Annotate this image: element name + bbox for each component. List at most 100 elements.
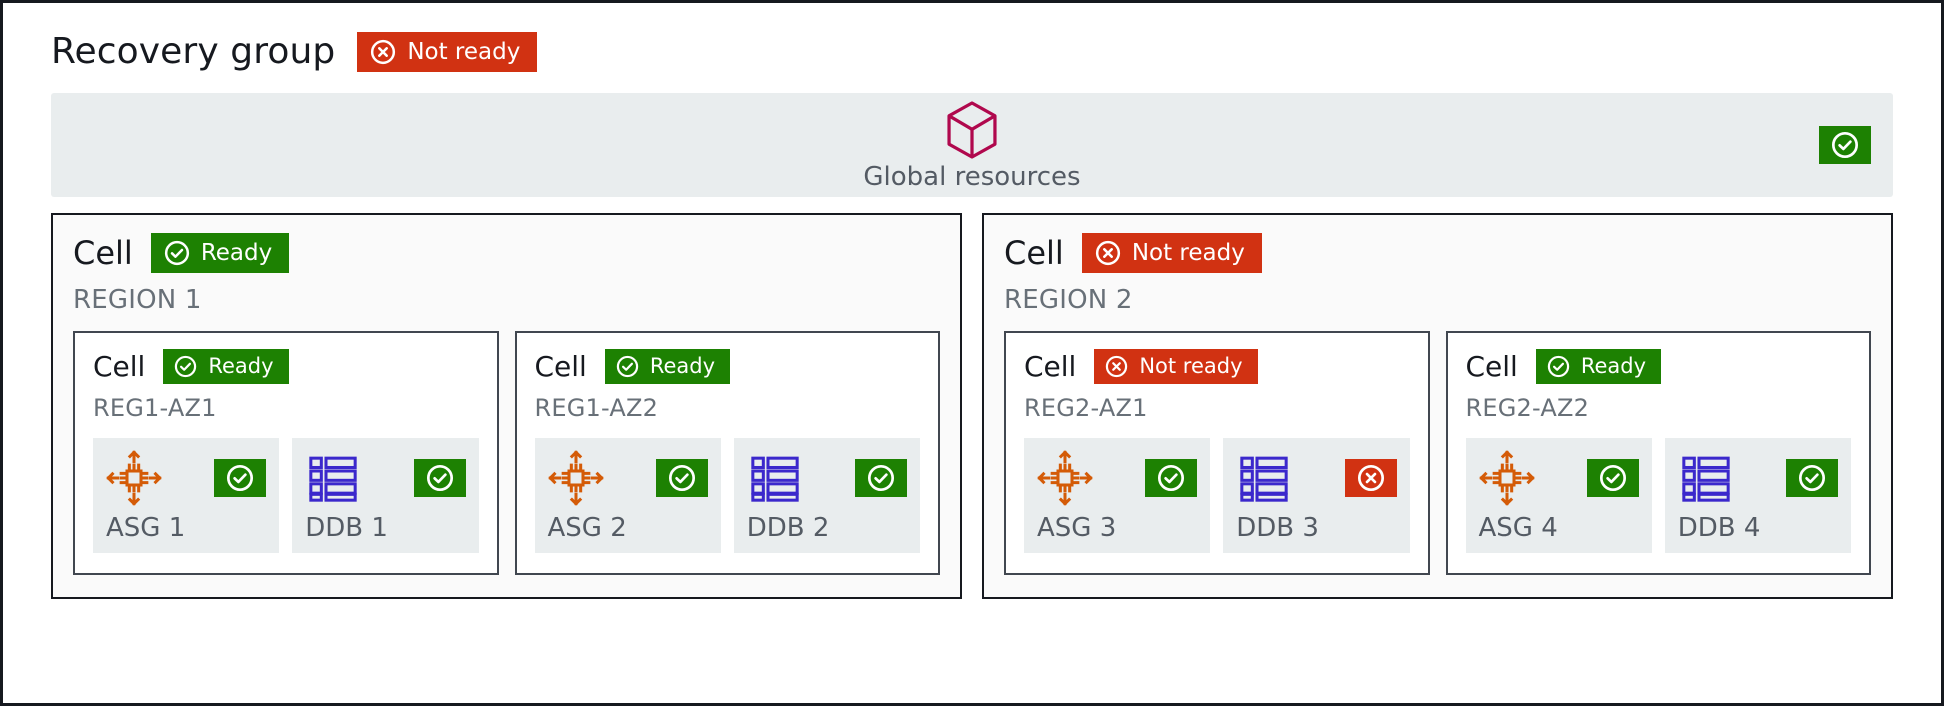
resource-tile-ddb-1: DDB 1 bbox=[292, 438, 479, 553]
resource-status-badge-ddb-4 bbox=[1786, 459, 1838, 497]
asg-icon bbox=[106, 450, 162, 506]
ddb-icon bbox=[1236, 450, 1292, 506]
reg1-az1-tiles: ASG 1 bbox=[93, 438, 479, 553]
region-1-status-badge: Ready bbox=[150, 233, 290, 273]
resource-tile-ddb-4-top bbox=[1678, 450, 1838, 506]
resource-tile-asg-4: ASG 4 bbox=[1465, 438, 1652, 553]
asg-icon bbox=[1037, 450, 1093, 506]
recovery-group-status-badge: Not ready bbox=[357, 32, 538, 72]
region-2-az-row: Cell Not ready REG2-AZ1 bbox=[1004, 331, 1871, 575]
asg-icon bbox=[547, 450, 604, 506]
resource-label-asg-2: ASG 2 bbox=[547, 513, 627, 543]
region-panel-1: Cell Ready REGION 1 Cell bbox=[51, 213, 962, 599]
resource-status-badge-asg-2 bbox=[655, 459, 708, 497]
resource-label-ddb-4: DDB 4 bbox=[1677, 513, 1761, 543]
reg2-az1-status-label: Not ready bbox=[1139, 354, 1243, 378]
check-circle-icon bbox=[668, 464, 696, 492]
check-circle-icon bbox=[164, 240, 190, 266]
resource-tile-ddb-3: DDB 3 bbox=[1223, 438, 1410, 553]
check-circle-icon bbox=[226, 464, 254, 492]
check-circle-icon bbox=[867, 464, 895, 492]
resource-status-badge-asg-3 bbox=[1145, 459, 1198, 497]
x-circle-icon bbox=[1105, 355, 1128, 378]
reg1-az1-status-label: Ready bbox=[208, 354, 274, 378]
resource-label-asg-3: ASG 3 bbox=[1037, 513, 1117, 543]
resource-status-badge-asg-4 bbox=[1586, 459, 1639, 497]
resource-label-ddb-1: DDB 1 bbox=[305, 513, 388, 543]
region-2-status-badge: Not ready bbox=[1081, 233, 1262, 273]
reg1-az2-name: REG1-AZ2 bbox=[534, 394, 659, 422]
region-2-name: REGION 2 bbox=[1004, 285, 1133, 315]
reg1-az2-status-label: Ready bbox=[649, 354, 716, 378]
resource-tile-asg-3: ASG 3 bbox=[1024, 438, 1211, 553]
resource-status-badge-asg-1 bbox=[214, 459, 267, 497]
region-1-name: REGION 1 bbox=[73, 285, 202, 315]
reg1-az1-name: REG1-AZ1 bbox=[93, 394, 217, 422]
global-resources-status-badge bbox=[1819, 126, 1871, 164]
recovery-group-status-label: Not ready bbox=[407, 38, 521, 65]
reg2-az1-name: REG2-AZ1 bbox=[1024, 394, 1148, 422]
reg2-az2-status-label: Ready bbox=[1580, 354, 1647, 378]
resource-tile-ddb-4: DDB 4 bbox=[1664, 438, 1851, 553]
reg1-az2-tiles: ASG 2 bbox=[534, 438, 920, 553]
region-1-header: Cell Ready bbox=[73, 233, 940, 273]
resource-tile-ddb-1-top bbox=[305, 450, 466, 506]
region-1-status-label: Ready bbox=[200, 239, 273, 266]
check-circle-icon bbox=[616, 355, 639, 378]
reg1-az1-header: Cell Ready bbox=[93, 349, 479, 384]
resource-tile-asg-1: ASG 1 bbox=[93, 438, 280, 553]
global-resources-label: Global resources bbox=[863, 162, 1081, 192]
region-2-cell-word: Cell bbox=[1004, 234, 1064, 272]
x-circle-icon bbox=[370, 39, 396, 65]
resource-status-badge-ddb-3 bbox=[1344, 459, 1397, 497]
region-2-status-label: Not ready bbox=[1131, 239, 1245, 266]
page-header: Recovery group Not ready bbox=[3, 3, 1941, 81]
resource-status-badge-ddb-1 bbox=[413, 459, 466, 497]
reg2-az2-cell-word: Cell bbox=[1465, 349, 1518, 383]
reg2-az1-header: Cell Not ready bbox=[1024, 349, 1410, 384]
region-1-cell-word: Cell bbox=[73, 234, 133, 272]
page-title: Recovery group bbox=[51, 31, 336, 72]
check-circle-icon bbox=[174, 355, 197, 378]
asg-icon bbox=[1478, 450, 1535, 506]
global-resources-panel: Global resources bbox=[51, 93, 1893, 197]
resource-label-asg-1: ASG 1 bbox=[106, 513, 186, 543]
reg2-az2-header: Cell Ready bbox=[1466, 349, 1852, 384]
resource-tile-asg-4-top bbox=[1478, 450, 1639, 506]
reg1-az1-status-badge: Ready bbox=[163, 349, 289, 384]
resource-status-badge-ddb-2 bbox=[855, 459, 907, 497]
ddb-icon bbox=[305, 450, 361, 506]
reg2-az2-tiles: ASG 4 bbox=[1465, 438, 1851, 553]
resource-tile-ddb-3-top bbox=[1236, 450, 1397, 506]
resource-tile-asg-2: ASG 2 bbox=[534, 438, 721, 553]
region-1-az-row: Cell Ready REG1-AZ1 bbox=[73, 331, 940, 575]
reg2-az2-status-badge: Ready bbox=[1535, 349, 1662, 384]
ddb-icon bbox=[747, 450, 803, 506]
ddb-icon bbox=[1678, 450, 1734, 506]
check-circle-icon bbox=[1831, 131, 1859, 159]
check-circle-icon bbox=[1798, 464, 1826, 492]
regions-row: Cell Ready REGION 1 Cell bbox=[51, 213, 1893, 599]
region-panel-2: Cell Not ready REGION 2 Cell bbox=[982, 213, 1893, 599]
reg1-az2-cell-word: Cell bbox=[534, 349, 587, 383]
resource-label-ddb-3: DDB 3 bbox=[1236, 513, 1319, 543]
check-circle-icon bbox=[426, 464, 454, 492]
reg2-az2-name: REG2-AZ2 bbox=[1465, 394, 1590, 422]
az-cell-reg1-az2: Cell Ready REG1-AZ2 bbox=[514, 331, 940, 575]
cube-icon bbox=[945, 100, 999, 160]
resource-tile-ddb-2: DDB 2 bbox=[733, 438, 920, 553]
resource-tile-asg-2-top bbox=[547, 450, 708, 506]
reg1-az2-header: Cell Ready bbox=[535, 349, 921, 384]
x-circle-icon bbox=[1357, 464, 1385, 492]
check-circle-icon bbox=[1599, 464, 1627, 492]
resource-tile-asg-1-top bbox=[106, 450, 267, 506]
check-circle-icon bbox=[1547, 355, 1570, 378]
az-cell-reg2-az2: Cell Ready REG2-AZ2 bbox=[1445, 331, 1871, 575]
resource-label-asg-4: ASG 4 bbox=[1478, 513, 1558, 543]
reg2-az1-tiles: ASG 3 bbox=[1024, 438, 1410, 553]
region-2-header: Cell Not ready bbox=[1004, 233, 1871, 273]
resource-tile-ddb-2-top bbox=[747, 450, 907, 506]
az-cell-reg1-az1: Cell Ready REG1-AZ1 bbox=[73, 331, 499, 575]
reg2-az1-status-badge: Not ready bbox=[1094, 349, 1258, 384]
